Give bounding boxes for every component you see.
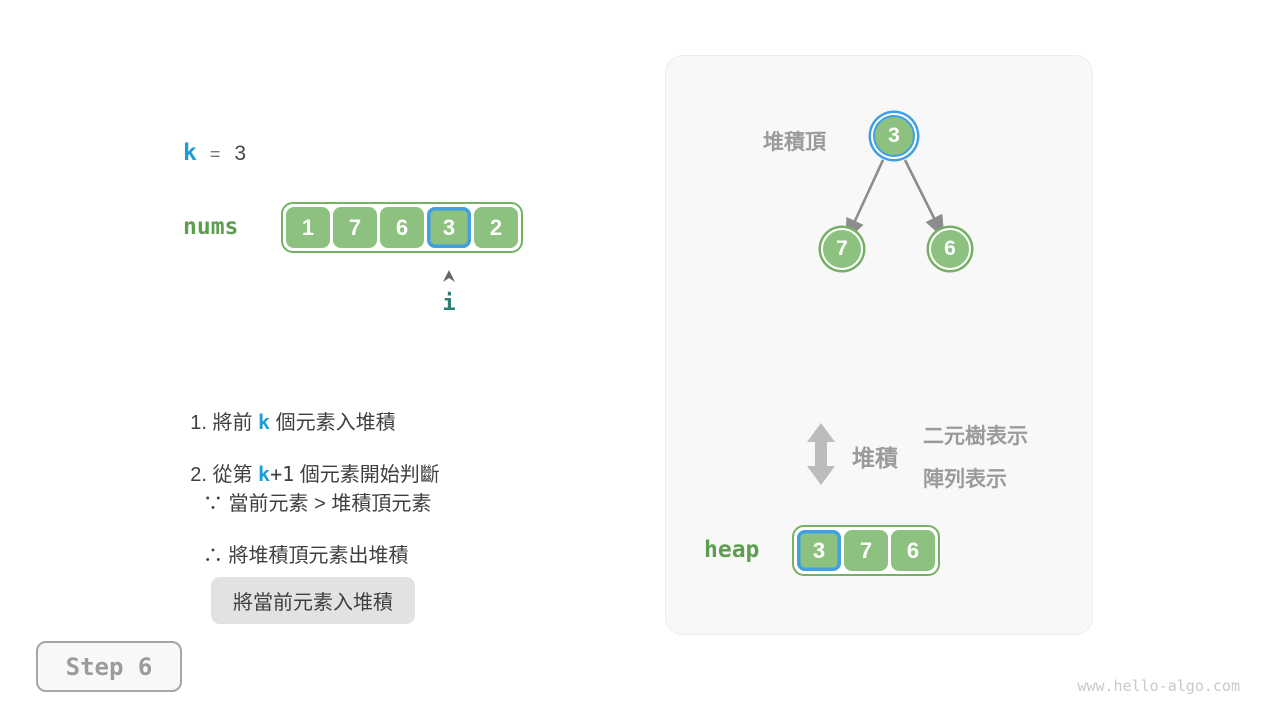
heap-array-label: heap: [704, 537, 760, 563]
step-2-k: k: [258, 462, 271, 486]
nums-cell: 1: [286, 207, 330, 248]
step-1-text: 1. 將前: [190, 412, 259, 434]
tree-node-root-highlighted: 3: [873, 115, 915, 157]
watermark-url: www.hello-algo.com: [1077, 677, 1240, 695]
step-counter-button[interactable]: Step 6: [36, 641, 182, 692]
binary-tree-representation-label: 二元樹表示: [923, 425, 1028, 448]
heap-cell: 6: [891, 530, 935, 571]
heap-top-label: 堆積頂: [763, 131, 826, 154]
k-variable-name: k: [183, 140, 197, 166]
array-representation-label: 陣列表示: [923, 468, 1007, 491]
nums-cell: 2: [474, 207, 518, 248]
step-line-1: 1. 將前 k 個元素入堆積: [168, 383, 396, 458]
tree-node-left: 7: [821, 228, 863, 270]
nums-cell-highlighted: 3: [427, 207, 471, 248]
heap-array: 3 7 6: [792, 525, 940, 576]
step-line-2: 2. 從第 k+1 個元素開始判斷: [168, 435, 440, 510]
nums-array: 1 7 6 3 2: [281, 202, 523, 253]
k-value: 3: [234, 142, 247, 165]
tree-node-right: 6: [929, 228, 971, 270]
pointer-i-label: i: [442, 291, 456, 316]
up-down-arrow-icon: [807, 423, 835, 485]
step-1-text: 個元素入堆積: [270, 412, 396, 434]
nums-cell: 7: [333, 207, 377, 248]
nums-cell: 6: [380, 207, 424, 248]
k-variable-line: k = 3: [183, 140, 246, 166]
pointer-caret-icon: [443, 270, 455, 282]
step-2-text: 2. 從第: [190, 464, 259, 486]
heap-transform-label: 堆積: [852, 445, 898, 471]
equals-sign: =: [209, 144, 221, 164]
step-2-text: 個元素開始判斷: [294, 464, 440, 486]
heap-cell: 7: [844, 530, 888, 571]
heap-panel: 堆積頂 3 7 6 堆積 二元樹表示 陣列表示 heap 3 7 6: [665, 55, 1093, 635]
current-action-note: 將當前元素入堆積: [211, 577, 415, 624]
step-2-plus-one: +1: [270, 462, 295, 486]
step-1-k: k: [258, 410, 271, 434]
heap-cell-highlighted: 3: [797, 530, 841, 571]
nums-array-label: nums: [183, 214, 239, 240]
step-line-because: ∵ 當前元素 > 堆積頂元素: [203, 493, 432, 515]
step-line-therefore: ∴ 將堆積頂元素出堆積: [203, 545, 409, 567]
